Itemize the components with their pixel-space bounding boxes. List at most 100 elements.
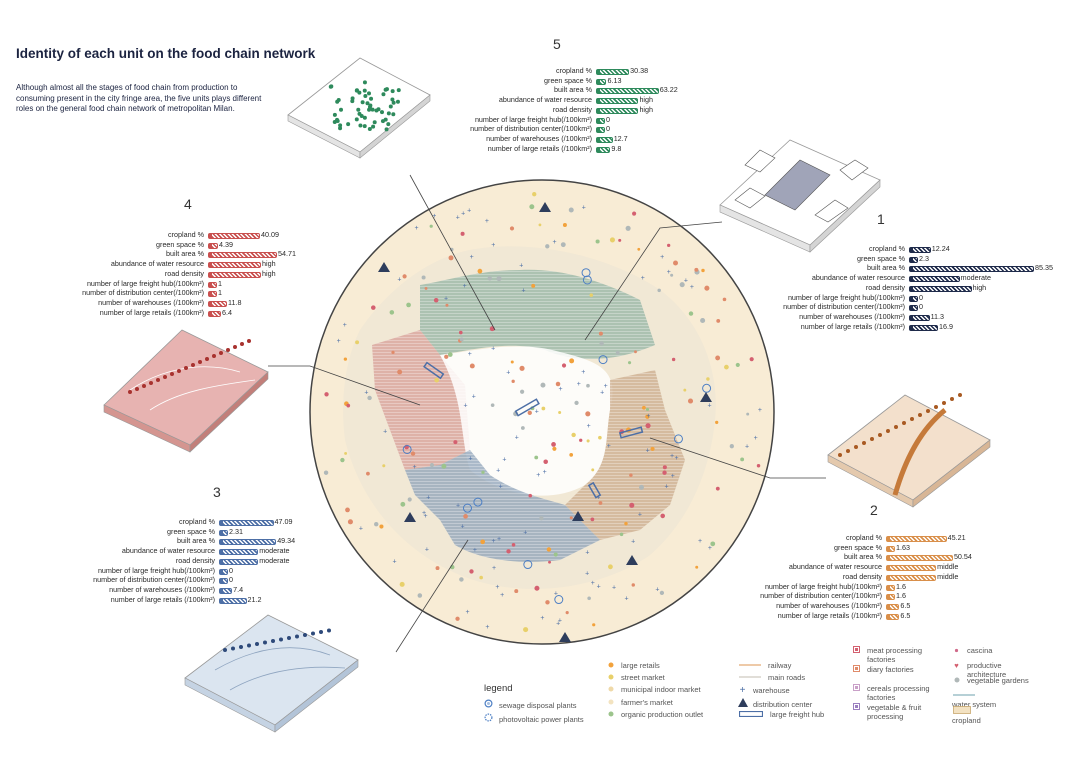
sewage-plant-marker [554,595,564,605]
stat-row: number of warehouses (/100km²)12.7 [460,134,628,144]
block-unit-2 [827,393,991,508]
stat-bar [909,247,931,253]
warehouse-marker: + [383,429,387,436]
warehouse-marker: + [515,435,519,442]
tree-icon [332,112,337,117]
facility-marker [598,435,602,440]
facility-marker [592,623,596,627]
facility-marker [323,470,329,475]
sewage-plant-marker [702,383,712,393]
stat-row: number of distribution center(/100km²)1 [60,288,222,298]
facility-marker [618,238,622,242]
tree-icon [918,413,922,417]
tree-icon [205,357,209,361]
square-icon [852,703,861,712]
stat-label: road density [175,555,215,565]
stat-bar [909,324,938,331]
facility-marker [421,275,426,280]
facility-marker [571,432,576,438]
tree-icon [219,351,223,355]
stat-row: number of distribution center(/100km²)1.… [727,591,906,601]
stat-label: number of large retails (/100km²) [99,307,204,317]
facility-marker [527,410,532,415]
tree-icon [383,117,388,122]
warehouse-marker: + [467,207,471,214]
facility-marker [520,426,525,430]
sewage-plant-marker [462,503,472,513]
stat-label: cropland % [168,230,204,239]
tree-icon [226,348,230,352]
legend-item: farmer's market [606,698,673,707]
facility-marker [391,350,395,354]
facility-marker [688,311,694,316]
stat-label: road density [164,268,204,278]
tree-icon [335,99,340,104]
heart-icon: ♥ [954,661,959,670]
tree-icon [354,117,359,122]
stat-label: number of warehouses (/100km²) [799,311,905,321]
warehouse-marker: + [600,390,604,397]
warehouse-marker: + [585,570,589,577]
warehouse-marker: + [499,483,503,490]
unit-number: 3 [213,484,221,500]
stat-label: abundance of water resource [788,562,882,572]
stat-label: green space % [156,239,204,249]
tree-icon [838,453,842,457]
facility-marker [706,377,710,381]
facility-marker [639,484,644,490]
stat-label: green space % [544,75,592,85]
dot-green-icon [606,710,615,719]
facility-marker [569,358,575,364]
facility-marker [586,439,590,443]
facility-marker [704,285,710,291]
facility-marker [510,360,514,364]
legend-label: vegetable gardens [967,676,1029,685]
tree-icon [247,643,251,648]
warehouse-marker: + [745,444,749,451]
stat-bar [208,281,217,288]
stat-bar [909,295,918,302]
stat-label: number of large retails (/100km²) [800,321,905,331]
facility-marker [609,237,615,243]
stat-row: cropland %47.09 [55,517,293,527]
facility-marker [480,539,486,545]
facility-marker [445,303,449,307]
facility-marker [397,369,403,375]
stat-label: cropland % [556,66,592,75]
legend-item: cropland [952,706,1042,725]
stat-value: 1 [218,278,222,288]
warehouse-marker: + [558,618,562,625]
stat-bar [909,305,918,312]
stat-row: number of large retails (/100km²)9.8 [460,144,621,154]
legend-item: diary factories [852,665,942,674]
tree-icon [239,645,243,649]
facility-marker [591,468,595,472]
warehouse-marker: + [364,389,368,396]
facility-marker [529,204,535,210]
warehouse-marker: + [646,413,650,420]
legend-item: sewage disposal plants [484,699,577,710]
legend-item: meat processing factories [852,646,942,664]
tree-icon [846,449,850,453]
stat-label: cropland % [846,533,882,542]
facility-marker [694,267,699,272]
stat-value: 0 [919,292,923,302]
warehouse-marker: + [460,523,464,530]
facility-marker [389,310,395,315]
stat-bar [219,578,228,585]
freight-hub-marker [618,426,644,439]
stat-value: high [639,95,654,105]
tree-icon [362,80,367,85]
facility-marker [343,357,348,361]
tree-icon [372,120,377,125]
legend-item: cereals processing factories [852,684,942,702]
stat-value: 1.6 [896,581,906,591]
facility-marker [367,395,372,401]
facility-marker [701,268,705,273]
facility-marker [344,451,348,455]
warehouse-marker: + [423,513,427,520]
facility-marker [496,276,502,282]
